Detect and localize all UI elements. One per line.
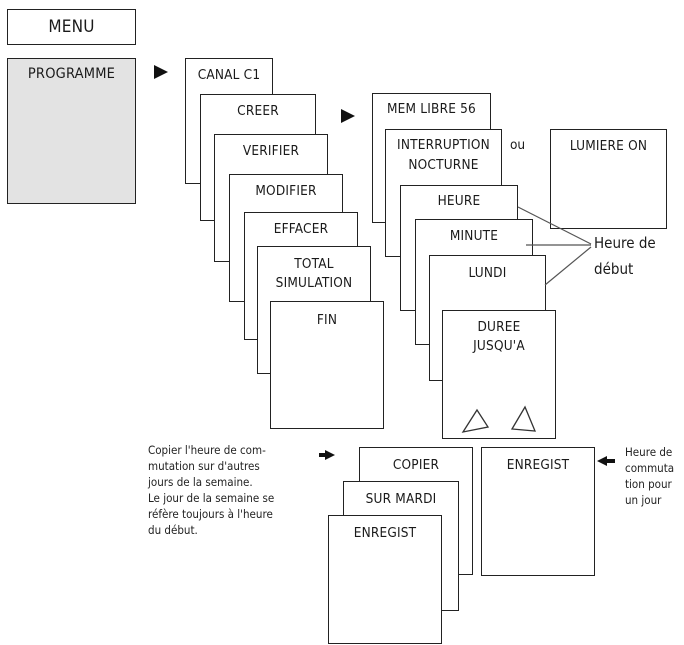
total-label: TOTAL <box>294 256 334 272</box>
note-line: commuta <box>625 461 675 475</box>
canal-c1-label: CANAL C1 <box>197 67 261 83</box>
note-line: jours de la semaine. <box>148 475 253 489</box>
effacer-label: EFFACER <box>273 221 329 237</box>
nocturne-label: NOCTURNE <box>408 157 479 173</box>
arrow-right-small-icon <box>325 450 335 460</box>
ou-label: ou <box>510 137 526 153</box>
lundi-label: LUNDI <box>468 265 507 281</box>
connector-line <box>517 206 592 245</box>
creer-label: CREER <box>237 103 279 119</box>
note-line: mutation sur d'autres <box>148 459 260 473</box>
note-line: tion pour <box>625 477 672 491</box>
copier-label: COPIER <box>392 457 440 473</box>
fin-card[interactable]: FIN <box>270 301 384 429</box>
modifier-label: MODIFIER <box>255 183 317 199</box>
enregist-card[interactable]: ENREGIST <box>481 447 595 576</box>
interruption-label: INTERRUPTION <box>397 137 490 153</box>
down-triangle-icon[interactable] <box>510 405 537 432</box>
note-line: Copier l'heure de com- <box>148 443 266 457</box>
heure-de-debut-line2: début <box>594 260 634 278</box>
lumiere-on-label: LUMIERE ON <box>569 138 648 154</box>
arrow-left-small-icon <box>597 456 607 466</box>
up-triangle-icon[interactable] <box>461 408 490 433</box>
arrow-right-small-stem <box>319 453 327 457</box>
heure-de-debut-line1: Heure de <box>594 234 656 252</box>
note-line: un jour <box>625 493 662 507</box>
duree-label: DUREE <box>477 319 521 335</box>
note-line: réfère toujours à l'heure <box>148 507 273 521</box>
connector-line <box>544 246 592 286</box>
menu-box[interactable]: MENU <box>7 9 136 45</box>
arrow-right-icon <box>154 65 168 79</box>
note-line: Le jour de la semaine se <box>148 491 275 505</box>
programme-box[interactable]: PROGRAMME <box>7 58 136 204</box>
verifier-label: VERIFIER <box>242 143 300 159</box>
fin-label: FIN <box>316 312 338 328</box>
lumiere-on-card[interactable]: LUMIERE ON <box>550 129 667 229</box>
menu-label: MENU <box>48 17 95 37</box>
minute-label: MINUTE <box>449 228 499 244</box>
arrow-right-icon <box>341 109 355 123</box>
simulation-label: SIMULATION <box>275 275 353 291</box>
heure-label: HEURE <box>437 193 481 209</box>
enregist-copy-label: ENREGIST <box>353 525 417 541</box>
duree-card[interactable]: DUREE JUSQU'A <box>442 310 556 439</box>
arrow-left-small-stem <box>605 459 615 463</box>
jusqua-label: JUSQU'A <box>473 338 525 354</box>
right-note: Heure de commuta tion pour un jour <box>625 444 684 508</box>
mem-libre-label: MEM LIBRE 56 <box>387 101 476 117</box>
enregist-copy-card[interactable]: ENREGIST <box>328 515 442 644</box>
copier-note: Copier l'heure de com- mutation sur d'au… <box>148 442 323 538</box>
sur-mardi-label: SUR MARDI <box>365 491 437 507</box>
note-line: du début. <box>148 523 198 537</box>
enregist-label: ENREGIST <box>506 457 570 473</box>
programme-label: PROGRAMME <box>27 66 116 82</box>
note-line: Heure de <box>625 445 673 459</box>
